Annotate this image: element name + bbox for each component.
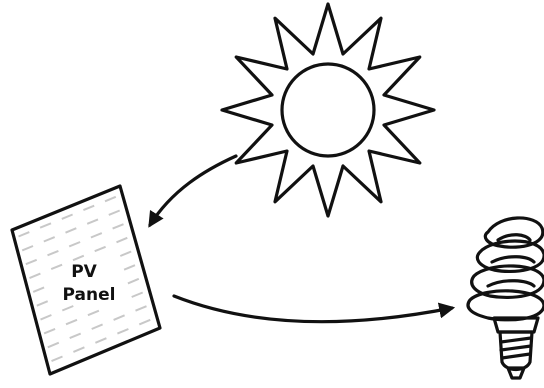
panel-cell-dash <box>95 338 106 343</box>
panel-cell-dash <box>48 343 59 348</box>
arrow-panel-to-bulb <box>174 296 452 322</box>
arrow-sun-to-panel <box>150 156 236 225</box>
panel-cell-dash <box>22 246 33 250</box>
pv-panel-icon: PV Panel <box>12 186 160 374</box>
panel-cell-dash <box>91 233 102 237</box>
panel-cell-dash <box>51 265 62 269</box>
panel-label-line2: Panel <box>63 285 116 305</box>
panel-cell-dash <box>132 293 143 298</box>
panel-cell-dash <box>92 324 103 329</box>
panel-cell-dash <box>66 320 77 325</box>
panel-cell-dash <box>128 279 139 284</box>
panel-cell-dash <box>44 329 55 334</box>
panel-cell-dash <box>83 206 94 210</box>
panel-cell-dash <box>37 301 48 306</box>
panel-cell-dash <box>95 247 106 251</box>
panel-cell-dash <box>69 242 80 246</box>
panel-cell-dash <box>105 197 116 202</box>
panel-cell-dash <box>117 238 128 243</box>
panel-cell-dash <box>26 260 37 264</box>
panel-cell-dash <box>73 347 84 352</box>
panel-cell-dash <box>62 306 73 311</box>
panel-cell-dash <box>73 256 84 261</box>
cfl-bulb-icon <box>468 218 544 378</box>
panel-cell-dash <box>88 311 99 316</box>
panel-cell-dash <box>62 215 73 219</box>
panel-label-line1: PV <box>71 262 97 282</box>
panel-cell-dash <box>113 224 124 228</box>
panel-cell-dash <box>48 251 59 255</box>
panel-cell-dash <box>117 329 128 334</box>
sun-icon <box>222 4 434 216</box>
panel-cell-dash <box>30 274 41 279</box>
panel-cell-dash <box>66 228 77 233</box>
panel-cell-dash <box>41 315 52 320</box>
panel-cell-dash <box>40 223 51 227</box>
panel-cell-dash <box>114 315 125 320</box>
panel-cell-dash <box>109 211 120 215</box>
panel-cell-dash <box>70 334 81 339</box>
panel-cell-dash <box>124 265 135 270</box>
panel-cell-dash <box>120 252 131 257</box>
panel-cell-dash <box>33 287 44 292</box>
panel-cell-dash <box>87 219 98 223</box>
panel-cell-dash <box>52 357 63 362</box>
panel-cell-dash <box>136 306 147 311</box>
panel-cell-dash <box>44 237 55 241</box>
panel-cell-dash <box>19 232 30 236</box>
panel-cell-dash <box>139 320 150 325</box>
